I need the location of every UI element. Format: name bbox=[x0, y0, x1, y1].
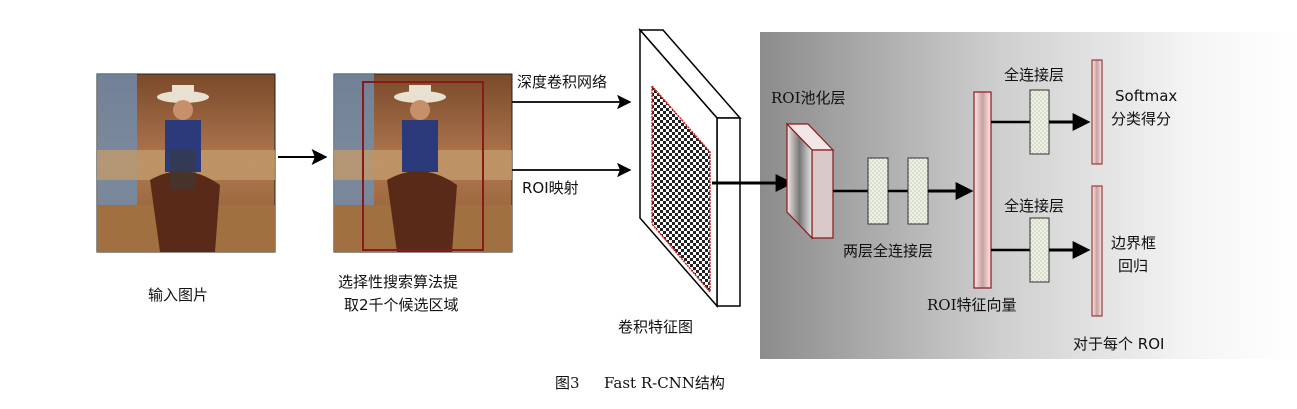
bbox-output bbox=[1091, 185, 1103, 317]
input-image bbox=[96, 73, 276, 253]
figure-number: 图3 bbox=[555, 374, 580, 392]
deep-conv-net-label: 深度卷积网络 bbox=[517, 73, 607, 91]
softmax-label-line1: Softmax bbox=[1115, 87, 1177, 105]
roi-pooling-label: ROI池化层 bbox=[771, 89, 846, 107]
roi-projection-label: ROI映射 bbox=[522, 179, 579, 197]
region-proposal-box bbox=[362, 81, 484, 251]
bbox-label-line1: 边界框 bbox=[1111, 234, 1156, 252]
bbox-label-line2: 回归 bbox=[1118, 257, 1148, 275]
softmax-output bbox=[1091, 59, 1103, 165]
roi-pooling-block bbox=[785, 122, 835, 240]
fc-layer-top bbox=[1029, 89, 1050, 155]
proposal-image bbox=[333, 73, 513, 253]
gradient-panel bbox=[760, 32, 1295, 359]
conv-feature-map-label: 卷积特征图 bbox=[618, 318, 693, 336]
fc-layer-2 bbox=[907, 157, 929, 225]
softmax-label-line2: 分类得分 bbox=[1111, 110, 1171, 128]
roi-feature-vector-label: ROI特征向量 bbox=[927, 296, 1017, 314]
two-fc-layers-label: 两层全连接层 bbox=[843, 242, 933, 260]
feature-map-roi-region bbox=[651, 84, 711, 295]
conv-feature-map bbox=[638, 28, 742, 308]
per-roi-label: 对于每个 ROI bbox=[1073, 335, 1164, 353]
fc-layer-1 bbox=[867, 157, 889, 225]
selective-search-label-line1: 选择性搜索算法提 bbox=[338, 273, 458, 291]
input-image-label: 输入图片 bbox=[148, 286, 208, 304]
roi-feature-vector bbox=[973, 91, 992, 289]
figure-title: Fast R-CNN结构 bbox=[604, 374, 725, 392]
fc-layer-bottom bbox=[1029, 217, 1050, 283]
fc-layer-bottom-label: 全连接层 bbox=[1004, 197, 1064, 215]
selective-search-label-line2: 取2千个候选区域 bbox=[344, 296, 459, 314]
fc-layer-top-label: 全连接层 bbox=[1004, 66, 1064, 84]
